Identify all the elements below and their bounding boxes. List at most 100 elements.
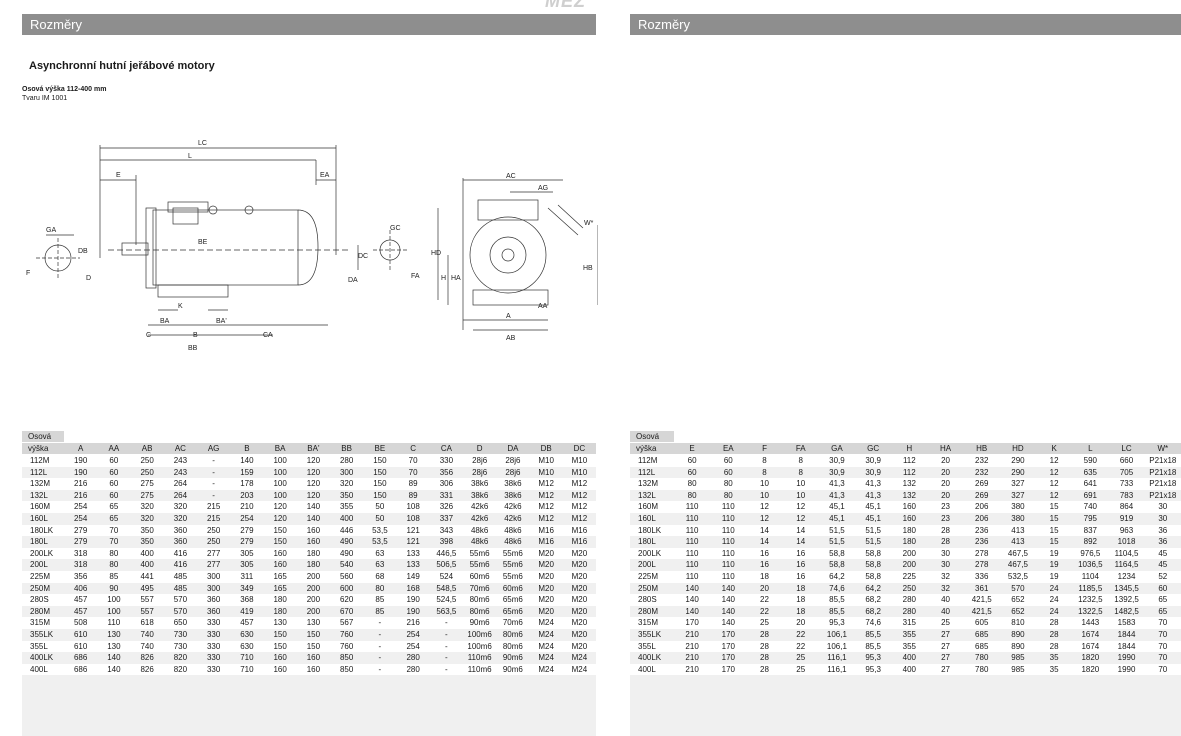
table-cell: 457 [230, 617, 264, 629]
motor-foot-front [472, 289, 549, 306]
table-cell: 70m6 [496, 617, 530, 629]
table-cell: 200L [630, 559, 674, 571]
table-cell: 60 [1144, 582, 1181, 595]
table-cell: 349 [230, 582, 264, 595]
table-cell: 60 [674, 454, 711, 467]
table-cell: 180L [22, 536, 64, 548]
table-cell: M20 [562, 628, 596, 641]
table-cell: 16 [782, 547, 819, 560]
table-cell: 130 [296, 617, 330, 629]
table-cell: 398 [429, 536, 463, 548]
table-cell: 28 [746, 640, 783, 653]
table-cell: 400 [891, 652, 928, 664]
table-cell: 311 [230, 570, 264, 583]
table-cell: 19 [1036, 559, 1073, 571]
header-blank [64, 431, 596, 443]
table-cell: 80 [363, 582, 397, 595]
table-cell: 685 [963, 628, 1000, 641]
table-cell: 132L [22, 489, 64, 502]
table-cell: 400 [130, 559, 164, 571]
table-cell: 200LK [630, 547, 674, 560]
table-cell: 36 [1144, 536, 1181, 548]
table-cell: 305 [230, 559, 264, 571]
table-cell: 12 [782, 512, 819, 525]
table-cell: 250 [197, 536, 231, 548]
table-cell: 12 [746, 501, 783, 513]
table-cell: 400LK [22, 652, 64, 664]
table-cell: 132L [630, 489, 674, 502]
table-cell: 51,5 [818, 536, 856, 548]
table-cell: 28 [1036, 617, 1073, 629]
table-cell: 416 [163, 547, 197, 560]
table-cell: 210 [674, 640, 711, 653]
motor-foot [157, 284, 229, 298]
table-cell: 610 [64, 628, 98, 641]
table-cell: 48k6 [496, 524, 530, 537]
table-cell: 100m6 [463, 640, 497, 653]
table-cell: 337 [429, 512, 463, 525]
table-cell: 730 [163, 640, 197, 653]
table-cell: 27 [927, 628, 964, 641]
table-cell: 60 [710, 466, 747, 479]
label-GC: GC [390, 225, 401, 232]
table-cell: 630 [230, 628, 264, 641]
label-BB: BB [188, 345, 198, 352]
table-cell: 278 [963, 559, 1000, 571]
motor-dimension-drawing: LC L E EA GA DB D F BE K BA BA' C B BB C… [26, 140, 598, 352]
table-cell: 508 [64, 617, 98, 629]
table-cell: 406 [64, 582, 98, 595]
table-cell: 110 [710, 512, 747, 525]
table-cell: 14 [782, 524, 819, 537]
table-cell: M20 [562, 547, 596, 560]
table-cell: 400 [330, 512, 364, 525]
table-cell: 315M [630, 617, 674, 629]
table-cell: 180 [891, 536, 928, 548]
table-cell: 320 [330, 478, 364, 490]
table-cell: 80 [674, 478, 711, 490]
column-header: DC [562, 442, 596, 455]
table-cell: 380 [999, 512, 1037, 525]
table-cell: - [429, 628, 463, 641]
table-cell: M10 [529, 466, 563, 479]
table-cell: - [363, 663, 397, 676]
table-cell: 150 [363, 478, 397, 490]
table-cell: 165 [263, 582, 297, 595]
table-cell: 70 [1144, 628, 1181, 641]
table-cell: 600 [330, 582, 364, 595]
table-cell: M10 [562, 454, 596, 467]
column-header: F [746, 442, 783, 455]
column-header: L [1072, 442, 1109, 455]
table-cell: 190 [64, 466, 98, 479]
table-cell: 149 [396, 570, 430, 583]
table-cell: 80 [674, 489, 711, 502]
table-cell: 140 [230, 454, 264, 467]
table-cell: 200 [891, 547, 928, 560]
table-cell: 112 [891, 454, 928, 467]
table-cell: 45,1 [855, 512, 892, 525]
table-cell: 279 [230, 536, 264, 548]
table-cell: M20 [562, 605, 596, 618]
table-cell: M12 [529, 501, 563, 513]
table-cell: 65 [97, 501, 131, 513]
table-cell: 250 [130, 466, 164, 479]
table-cell: 53,5 [363, 536, 397, 548]
table-cell: 55m6 [463, 547, 497, 560]
table-cell: 269 [963, 478, 1000, 490]
table-cell: 236 [963, 524, 1000, 537]
label-D: D [86, 275, 91, 282]
table-cell: M20 [529, 559, 563, 571]
table-cell: 24 [1036, 594, 1073, 606]
table-cell: 16 [782, 559, 819, 571]
table-cell: 120 [296, 466, 330, 479]
table-cell: 1392,5 [1108, 594, 1145, 606]
table-cell: 490 [330, 536, 364, 548]
table-cell: 18 [782, 594, 819, 606]
table-cell: 65 [1144, 605, 1181, 618]
table-cell: M24 [529, 617, 563, 629]
table-cell: 225 [891, 570, 928, 583]
